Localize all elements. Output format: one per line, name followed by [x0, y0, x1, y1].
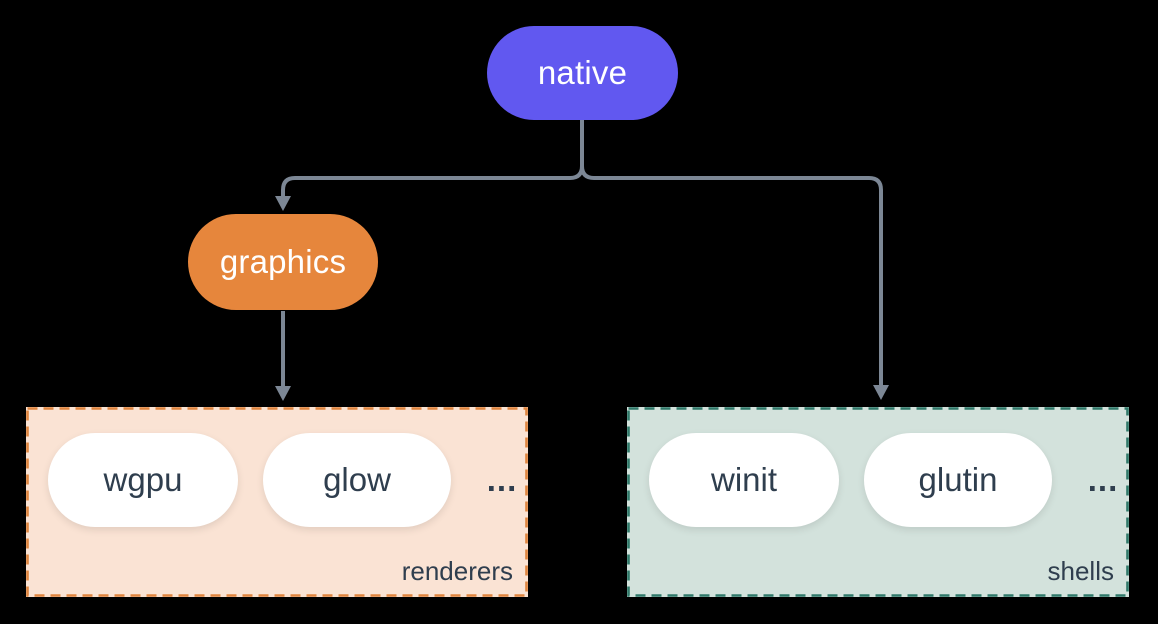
pill-wgpu-label: wgpu: [103, 461, 183, 498]
pill-glow-label: glow: [323, 461, 391, 498]
ellipsis-shells: ...: [1087, 461, 1119, 498]
group-label-renderers: renderers: [401, 556, 513, 586]
node-native: native: [487, 26, 678, 120]
edge-native-shells: [580, 120, 883, 386]
ellipsis-renderers: ...: [486, 461, 518, 498]
renderers-dashed-border: [26, 407, 528, 597]
node-graphics-label: graphics: [219, 243, 347, 280]
pill-glutin-label: glutin: [918, 461, 998, 498]
pill-glutin: glutin: [864, 433, 1052, 527]
pill-glow: glow: [263, 433, 451, 527]
node-native-label: native: [537, 54, 628, 91]
group-renderers: wgpu glow ... renderers: [26, 407, 528, 597]
arrowhead-graphics: [275, 196, 291, 211]
node-graphics: graphics: [188, 214, 378, 310]
pill-winit: winit: [649, 433, 839, 527]
pill-wgpu: wgpu: [48, 433, 238, 527]
edge-native-graphics: [281, 120, 584, 197]
arrowhead-renderers: [275, 386, 291, 401]
shells-dashed-border: [627, 407, 1129, 597]
group-shells: winit glutin ... shells: [627, 407, 1129, 597]
arrowhead-shells: [873, 385, 889, 400]
pill-winit-label: winit: [710, 461, 778, 498]
group-label-shells: shells: [1047, 556, 1114, 586]
